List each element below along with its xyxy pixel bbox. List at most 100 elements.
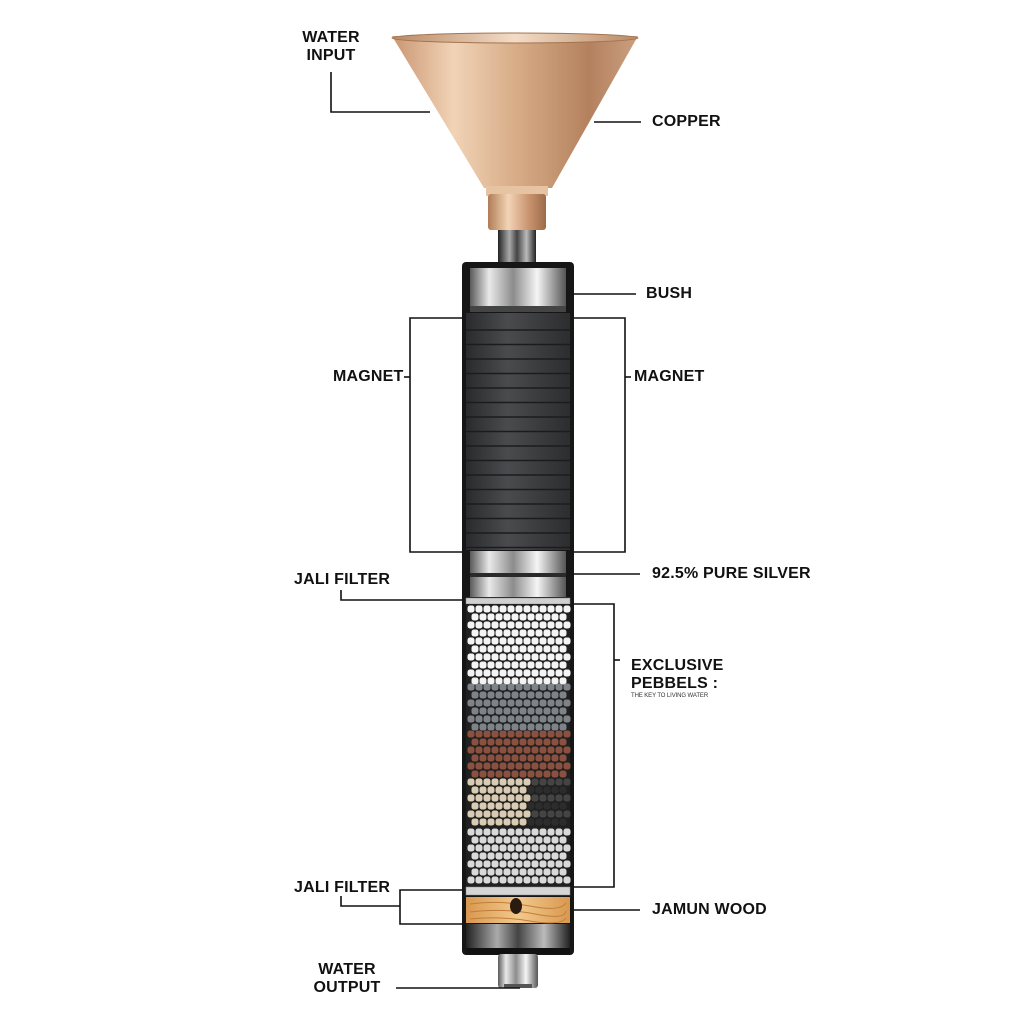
pebble bbox=[523, 653, 531, 661]
pebble bbox=[503, 738, 511, 746]
pebble bbox=[467, 794, 475, 802]
pebble bbox=[495, 868, 503, 876]
pebble bbox=[555, 778, 563, 786]
pebble bbox=[535, 691, 543, 699]
pebble bbox=[539, 730, 547, 738]
pebble bbox=[507, 876, 515, 884]
pebble bbox=[531, 699, 539, 707]
pebble bbox=[467, 810, 475, 818]
pebble bbox=[539, 715, 547, 723]
pebble bbox=[543, 868, 551, 876]
pebble bbox=[563, 810, 571, 818]
pebble bbox=[563, 794, 571, 802]
pebble bbox=[499, 746, 507, 754]
water-input-line2: INPUT bbox=[306, 47, 356, 64]
pebble bbox=[527, 786, 535, 794]
pebble bbox=[559, 738, 567, 746]
pebble bbox=[535, 754, 543, 762]
pebble bbox=[563, 653, 571, 661]
pebble bbox=[527, 852, 535, 860]
jali-filter-bottom-label: JALI FILTER bbox=[294, 879, 391, 896]
pebble bbox=[483, 730, 491, 738]
pebble bbox=[559, 770, 567, 778]
pebble bbox=[467, 699, 475, 707]
pebble bbox=[503, 645, 511, 653]
pebble bbox=[543, 629, 551, 637]
pebble bbox=[479, 677, 487, 685]
pebble bbox=[519, 786, 527, 794]
pebble bbox=[543, 723, 551, 731]
pebble bbox=[539, 844, 547, 852]
pebble bbox=[547, 844, 555, 852]
pebble bbox=[539, 653, 547, 661]
pebble bbox=[523, 699, 531, 707]
pebble bbox=[547, 669, 555, 677]
pebble bbox=[523, 683, 531, 691]
pebble bbox=[479, 645, 487, 653]
pebble bbox=[543, 836, 551, 844]
pebble bbox=[511, 629, 519, 637]
pebble bbox=[483, 637, 491, 645]
pebble bbox=[467, 876, 475, 884]
pebble bbox=[483, 762, 491, 770]
pebble bbox=[491, 762, 499, 770]
pebble bbox=[523, 762, 531, 770]
pebble bbox=[523, 637, 531, 645]
pebble bbox=[519, 754, 527, 762]
pebble bbox=[515, 605, 523, 613]
pebble bbox=[495, 802, 503, 810]
pebble bbox=[495, 836, 503, 844]
jamun-wood-part bbox=[466, 897, 570, 924]
pebble bbox=[519, 707, 527, 715]
pebble bbox=[495, 629, 503, 637]
pebble bbox=[535, 868, 543, 876]
pebble bbox=[499, 605, 507, 613]
pebble bbox=[559, 645, 567, 653]
jamun-wood-label: JAMUN WOOD bbox=[652, 901, 767, 918]
pebble bbox=[515, 683, 523, 691]
pebble bbox=[483, 876, 491, 884]
pebble bbox=[503, 613, 511, 621]
pebbles-line2: PEBBELS : bbox=[631, 675, 719, 692]
pebble bbox=[499, 621, 507, 629]
pebble bbox=[495, 852, 503, 860]
pebble bbox=[531, 730, 539, 738]
pebble bbox=[471, 691, 479, 699]
pebble bbox=[563, 876, 571, 884]
pebble bbox=[487, 677, 495, 685]
pebble bbox=[531, 762, 539, 770]
pebble bbox=[503, 691, 511, 699]
pebble bbox=[467, 730, 475, 738]
pebble bbox=[555, 699, 563, 707]
pebble bbox=[499, 844, 507, 852]
pebble bbox=[491, 778, 499, 786]
pebble bbox=[523, 715, 531, 723]
pebble bbox=[491, 730, 499, 738]
pebble bbox=[499, 762, 507, 770]
pebble bbox=[499, 653, 507, 661]
pebble bbox=[551, 723, 559, 731]
pebble bbox=[503, 629, 511, 637]
pebble bbox=[467, 746, 475, 754]
pebble bbox=[487, 754, 495, 762]
pebble bbox=[555, 844, 563, 852]
pebble bbox=[511, 738, 519, 746]
pebble bbox=[487, 723, 495, 731]
pebble bbox=[559, 723, 567, 731]
pebble bbox=[543, 770, 551, 778]
pebble bbox=[551, 707, 559, 715]
pebble bbox=[487, 868, 495, 876]
pebble bbox=[475, 669, 483, 677]
pebble bbox=[491, 715, 499, 723]
pebble bbox=[471, 707, 479, 715]
pebble bbox=[551, 629, 559, 637]
pebble bbox=[499, 683, 507, 691]
pebble bbox=[475, 730, 483, 738]
pebble bbox=[551, 836, 559, 844]
pebble bbox=[523, 810, 531, 818]
pebble bbox=[475, 746, 483, 754]
pebble bbox=[499, 669, 507, 677]
pebble bbox=[555, 605, 563, 613]
pebble bbox=[563, 669, 571, 677]
pebble bbox=[471, 677, 479, 685]
